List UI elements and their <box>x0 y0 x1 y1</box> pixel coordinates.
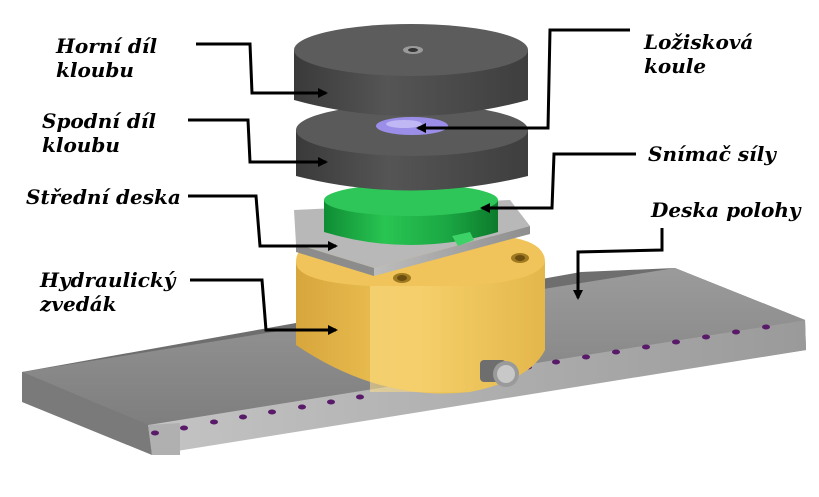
arrow-stredni <box>188 194 338 251</box>
label-snimac-sily: Snímač síly <box>648 142 776 166</box>
label-hydraulicky-line2: zvedák <box>40 292 117 316</box>
upper-joint-disc <box>294 24 528 116</box>
label-snimac-text: Snímač síly <box>648 142 776 166</box>
bearing-ball <box>376 117 448 135</box>
arrow-deska <box>573 228 664 300</box>
label-deska-polohy: Deska polohy <box>651 198 801 222</box>
label-loziskova-line1: Ložisková <box>644 30 754 54</box>
arrow-loziskova <box>416 28 630 133</box>
arrow-snimac <box>480 152 636 213</box>
label-spodni-line1: Spodní díl <box>42 109 157 133</box>
arrow-hydraulicky <box>190 278 338 335</box>
label-horni-line2: kloubu <box>56 58 134 82</box>
load-cell <box>324 184 498 246</box>
label-stredni-deska: Střední deska <box>26 185 181 209</box>
plate-holes <box>151 324 770 436</box>
label-spodni-dil-kloubu: Spodní díl kloubu <box>42 109 156 157</box>
label-loziskova-koule: Ložisková koule <box>644 30 753 78</box>
label-horni-line1: Horní díl <box>56 34 158 58</box>
arrow-spodni <box>188 118 328 167</box>
label-hydraulicky-zvedak: Hydraulický zvedák <box>40 268 175 316</box>
label-stredni-text: Střední deska <box>26 185 181 209</box>
arrow-horni <box>196 42 328 98</box>
jack-knob <box>480 360 519 387</box>
label-hydraulicky-line1: Hydraulický <box>40 268 176 292</box>
leader-arrows <box>188 28 664 335</box>
label-deska-text: Deska polohy <box>651 198 801 222</box>
label-loziskova-line2: koule <box>644 54 707 78</box>
label-horni-dil-kloubu: Horní díl kloubu <box>56 34 157 82</box>
label-spodni-line2: kloubu <box>42 133 120 157</box>
lower-joint-disc <box>296 104 528 191</box>
